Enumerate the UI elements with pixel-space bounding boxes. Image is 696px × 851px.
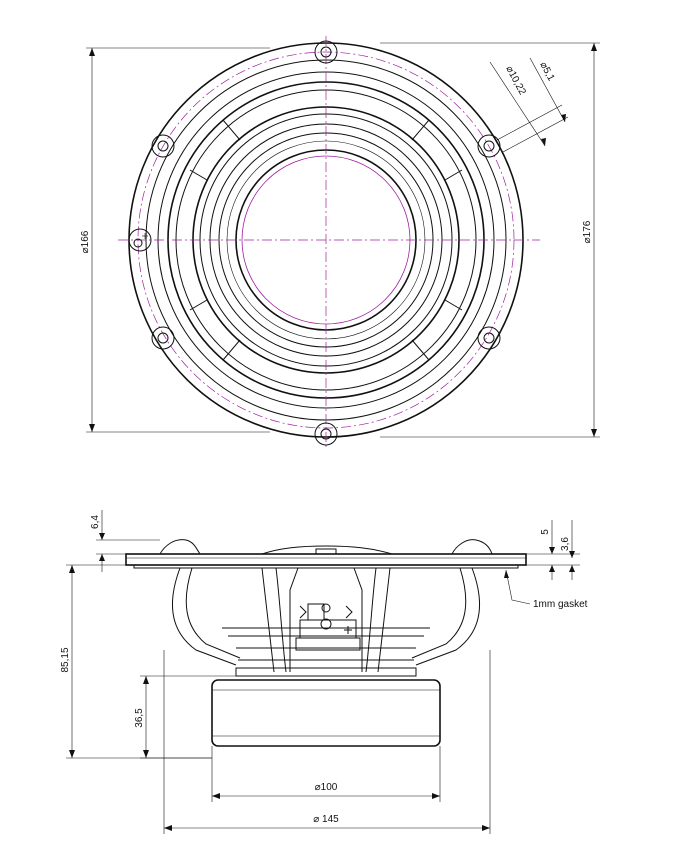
- dimension-d166: ⌀166: [80, 47, 270, 433]
- dimension-d145-label: ⌀ 145: [313, 814, 339, 825]
- dimension-h6-4-label: 6,4: [90, 515, 101, 529]
- basket-ribs: [189, 119, 463, 361]
- side-basket: [171, 567, 481, 673]
- dimension-hole-diameters: ⌀10,22 ⌀5,1: [489, 57, 569, 153]
- side-gasket: [133, 564, 519, 569]
- dimension-h36-5: 36,5: [134, 675, 236, 759]
- dimension-d166-label: ⌀166: [80, 230, 91, 253]
- dimension-d10-22-label: ⌀10,22: [503, 64, 527, 97]
- dimension-d176: ⌀176: [380, 42, 600, 438]
- dimension-d100-label: ⌀100: [315, 782, 338, 793]
- mounting-holes: [128, 40, 501, 446]
- gasket-note: 1mm gasket: [504, 569, 588, 610]
- dimension-h6-4: 6,4: [90, 510, 160, 572]
- dimension-d100: ⌀100: [211, 746, 441, 802]
- side-dust-cap: [261, 545, 393, 555]
- mounting-hole-upper-left: [151, 134, 175, 158]
- side-terminal: [295, 603, 361, 651]
- mounting-hole-top: [314, 40, 338, 64]
- dimension-d5-1-label: ⌀5,1: [537, 60, 556, 83]
- side-view: 6,4 5 3,6 1mm gasket: [60, 510, 588, 834]
- mounting-hole-lower-left: [151, 326, 175, 350]
- side-flange: [125, 553, 527, 566]
- dimension-d176-label: ⌀176: [582, 220, 593, 243]
- dimension-h3-6-label: 3,6: [560, 537, 571, 551]
- side-surround-left: [159, 539, 201, 555]
- dimension-d145: ⌀ 145: [163, 650, 491, 834]
- gasket-note-label: 1mm gasket: [533, 599, 588, 610]
- dimension-h5-label: 5: [540, 529, 551, 535]
- side-surround-right: [451, 539, 493, 555]
- dimension-h3-6: 3,6: [560, 520, 575, 580]
- dimension-h36-5-label: 36,5: [134, 708, 145, 728]
- side-magnet: [211, 679, 441, 747]
- dimension-h85-15: 85,15: [60, 564, 212, 759]
- mounting-hole-upper-right: [477, 134, 501, 158]
- mounting-hole-left-terminal: [128, 228, 152, 252]
- top-view: ⌀166 ⌀176 ⌀10,22 ⌀5,1: [80, 36, 600, 450]
- mounting-hole-bottom: [314, 422, 338, 446]
- side-magnet-top-plate: [235, 667, 417, 677]
- dimension-h85-15-label: 85,15: [60, 647, 71, 672]
- mounting-hole-lower-right: [477, 326, 501, 350]
